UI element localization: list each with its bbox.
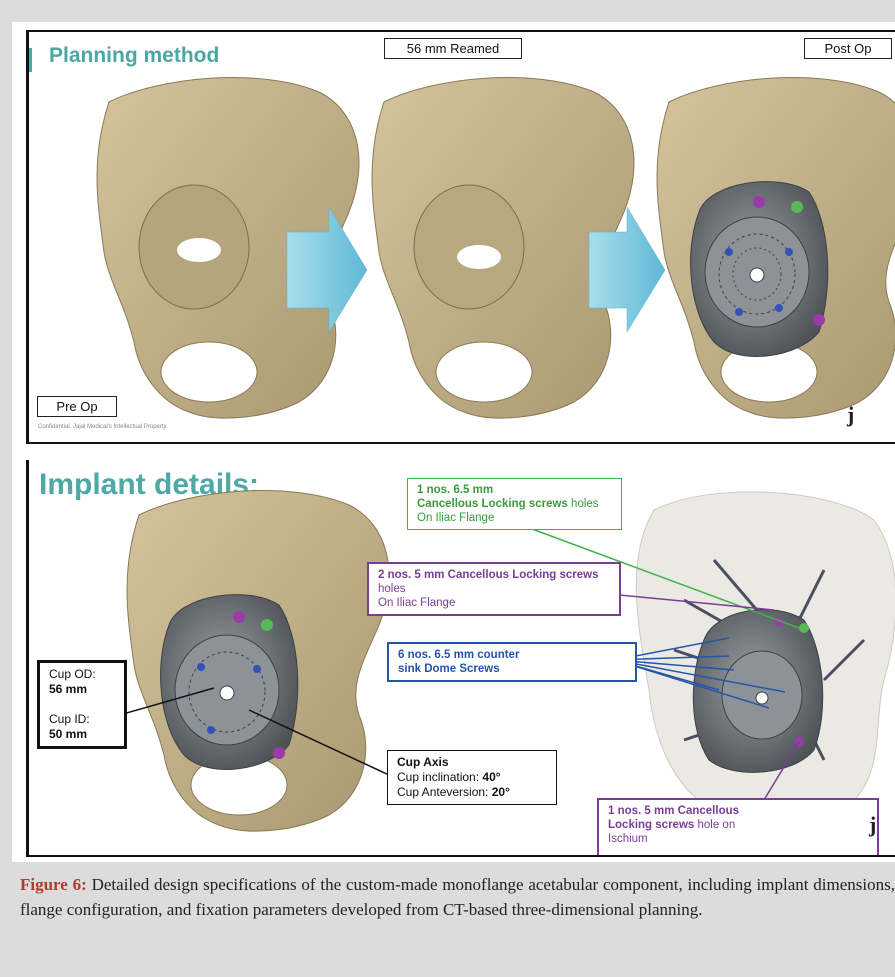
green-screw-note: 1 nos. 6.5 mm Cancellous Locking screws … bbox=[407, 478, 622, 530]
jajal-logo: j bbox=[847, 402, 854, 428]
figure-frame: Planning method 56 mm Reamed Post Op bbox=[12, 22, 895, 862]
figure-caption: Figure 6: Detailed design specifications… bbox=[20, 872, 895, 922]
implant-panel: Implant details: bbox=[26, 460, 895, 857]
ischium-screw-note: 1 nos. 5 mm Cancellous Locking screws ho… bbox=[597, 798, 879, 857]
implant-pelvis-right bbox=[636, 492, 895, 822]
caption-text: Detailed design specifications of the cu… bbox=[20, 875, 895, 919]
preop-label: Pre Op bbox=[37, 396, 117, 417]
implant-pelvis-left bbox=[127, 491, 389, 832]
confidential-note: Confidential. Jajal Medical's Intellectu… bbox=[38, 424, 168, 430]
jajal-logo-bottom: j bbox=[869, 812, 876, 838]
cup-axis-note: Cup Axis Cup inclination: 40° Cup Anteve… bbox=[387, 750, 557, 805]
blue-screw-note: 6 nos. 6.5 mm counter sink Dome Screws bbox=[387, 642, 637, 682]
planning-illustration bbox=[29, 32, 895, 442]
postop-pelvis bbox=[657, 78, 895, 419]
figure-label: Figure 6: bbox=[20, 875, 87, 894]
purple-screw-note: 2 nos. 5 mm Cancellous Locking screws ho… bbox=[367, 562, 621, 616]
cup-dimensions: Cup OD: 56 mm Cup ID: 50 mm bbox=[37, 660, 127, 749]
planning-panel: Planning method 56 mm Reamed Post Op bbox=[26, 30, 895, 444]
